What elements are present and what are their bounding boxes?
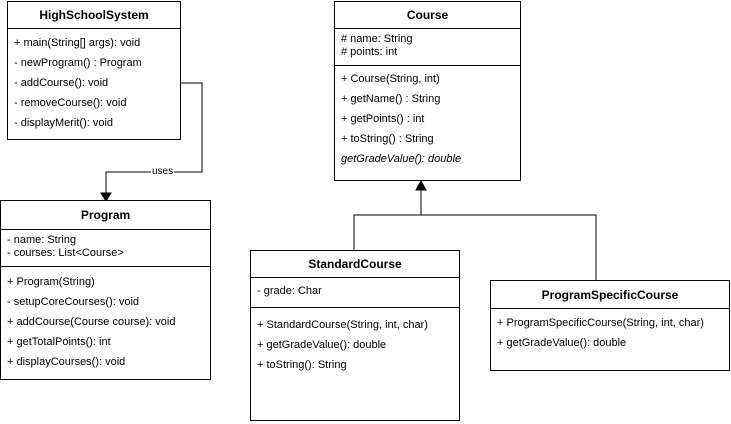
programspecific-inheritance-line	[421, 214, 597, 280]
method: + toString() : String	[341, 133, 434, 145]
class-name: Program	[1, 201, 210, 230]
attribute: - name: String	[7, 234, 77, 246]
method: + displayCourses(): void	[7, 356, 126, 368]
attributes-section: - grade: Char	[251, 278, 459, 308]
method: + getGradeValue(): double	[257, 339, 387, 351]
method: + main(String[] args): void	[14, 37, 141, 49]
class-name: ProgramSpecificCourse	[491, 281, 729, 309]
uses-label: uses	[151, 166, 175, 177]
methods-section: + main(String[] args): void - newProgram…	[8, 29, 180, 137]
method: + getGradeValue(): double	[497, 337, 627, 349]
attributes-section: # name: String # points: int	[335, 29, 520, 66]
attribute: # points: int	[341, 46, 398, 58]
method: + toString(): String	[257, 359, 347, 371]
uses-arrowhead	[100, 192, 112, 202]
methods-section: + ProgramSpecificCourse(String, int, cha…	[491, 309, 729, 357]
methods-section: + Course(String, int) + getName() : Stri…	[335, 66, 520, 173]
class-name: StandardCourse	[251, 251, 459, 278]
methods-section: + Program(String) - setupCoreCourses(): …	[1, 267, 210, 376]
class-program[interactable]: Program - name: String - courses: List<C…	[0, 200, 211, 380]
class-standardcourse[interactable]: StandardCourse - grade: Char + StandardC…	[250, 250, 460, 421]
method: + Program(String)	[7, 276, 95, 288]
class-highschoolsystem[interactable]: HighSchoolSystem + main(String[] args): …	[7, 1, 181, 140]
method: + Course(String, int)	[341, 73, 440, 85]
method: + addCourse(Course course): void	[7, 316, 176, 328]
attribute: - courses: List<Course>	[7, 247, 124, 259]
class-programspecificcourse[interactable]: ProgramSpecificCourse + ProgramSpecificC…	[490, 280, 730, 371]
uses-association-line	[105, 82, 203, 195]
attribute: # name: String	[341, 33, 413, 45]
method: - addCourse(): void	[14, 77, 109, 89]
class-name: Course	[335, 2, 520, 29]
method: - removeCourse(): void	[14, 97, 127, 109]
inheritance-arrowhead	[415, 179, 427, 191]
method: - newProgram() : Program	[14, 57, 142, 69]
method: - setupCoreCourses(): void	[7, 296, 140, 308]
attributes-section: - name: String - courses: List<Course>	[1, 230, 210, 267]
method: + getPoints() : int	[341, 113, 425, 125]
methods-section: + StandardCourse(String, int, char) + ge…	[251, 308, 459, 379]
abstract-method: getGradeValue(): double	[341, 153, 462, 165]
standardcourse-inheritance-line	[353, 214, 421, 250]
method: + ProgramSpecificCourse(String, int, cha…	[497, 317, 704, 329]
method: - displayMerit(): void	[14, 117, 114, 129]
method: + getName() : String	[341, 93, 441, 105]
class-name: HighSchoolSystem	[8, 2, 180, 29]
method: + StandardCourse(String, int, char)	[257, 319, 428, 331]
method: + getTotalPoints(): int	[7, 336, 111, 348]
class-course[interactable]: Course # name: String # points: int + Co…	[334, 1, 521, 181]
attribute: - grade: Char	[257, 285, 322, 297]
